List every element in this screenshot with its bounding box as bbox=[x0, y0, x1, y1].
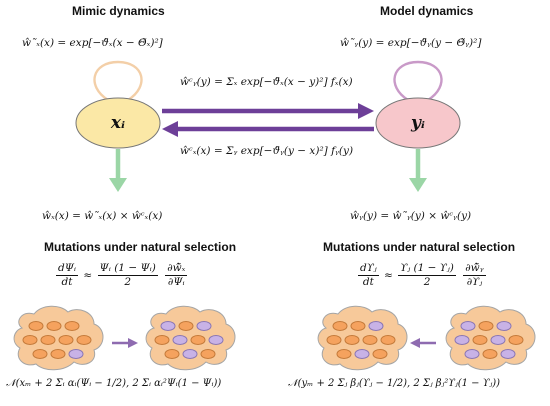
left-self-loop bbox=[93, 60, 143, 102]
forward-arrow-head bbox=[358, 103, 374, 119]
left-approx-symbol: ≈ bbox=[83, 269, 93, 282]
right-rhs-fraction: ∂ŵ̄ᵧ∂ϒⱼ bbox=[463, 262, 486, 288]
right-down-arrow-head bbox=[409, 178, 427, 192]
left-mid-fraction: Ψᵢ (1 − Ψᵢ)2 bbox=[97, 262, 158, 288]
right-self-loop bbox=[393, 60, 443, 102]
left-fitness-equation: ŵ˜ₓ(x) = exp[−ϑ̈ₓ(x − Θ̃ₓ)²] bbox=[22, 37, 163, 49]
left-section-title: Mutations under natural selection bbox=[44, 240, 237, 254]
cell-cluster-left-before bbox=[13, 305, 104, 371]
right-title: Model dynamics bbox=[380, 4, 474, 18]
forward-coupling-equation: ŵᶜᵧ(y) = Σₓ exp[−ϑ̈ₓ(x − y)²] fₓ(x) bbox=[180, 76, 353, 88]
right-mid-fraction: ϒⱼ (1 − ϒⱼ)2 bbox=[398, 262, 456, 288]
backward-coupling-equation: ŵᶜₓ(x) = Σᵧ exp[−ϑ̈ᵧ(y − x)²] fᵧ(y) bbox=[180, 145, 354, 157]
right-node-shape bbox=[375, 97, 461, 149]
right-fitness-equation: ŵ˜ᵧ(y) = exp[−ϑ̈ᵧ(y − Θ̃ᵧ)²] bbox=[340, 37, 482, 49]
cell-cluster-left-after bbox=[145, 305, 236, 371]
right-section-title: Mutations under natural selection bbox=[323, 240, 516, 254]
cell-cluster-right-after bbox=[445, 305, 536, 371]
left-rhs-fraction: ∂ŵ̄ₓ∂Ψᵢ bbox=[165, 262, 188, 288]
right-approx-symbol: ≈ bbox=[384, 269, 393, 282]
cell-cluster-right-before bbox=[317, 305, 408, 371]
left-down-arrow-head bbox=[109, 178, 127, 192]
left-title: Mimic dynamics bbox=[72, 4, 165, 18]
right-distribution-formula: 𝒩(yₘ + 2 Σⱼ βⱼ(ϒⱼ − 1/2), 2 Σⱼ βⱼ²ϒⱼ(1 −… bbox=[288, 378, 501, 389]
left-mutation-arrow-head bbox=[128, 338, 138, 348]
backward-arrow-head bbox=[162, 121, 178, 137]
right-mutation-arrow-head bbox=[410, 338, 420, 348]
right-total-fitness-equation: ŵᵧ(y) = ŵ˜ᵧ(y) × ŵᶜᵧ(y) bbox=[350, 210, 472, 222]
left-node-label: xᵢ bbox=[110, 113, 126, 133]
left-distribution-formula: 𝒩(xₘ + 2 Σᵢ αᵢ(Ψᵢ − 1/2), 2 Σᵢ αᵢ²Ψᵢ(1 −… bbox=[6, 378, 222, 389]
left-node-shape bbox=[75, 97, 161, 149]
left-total-fitness-equation: ŵₓ(x) = ŵ˜ₓ(x) × ŵᶜₓ(x) bbox=[42, 210, 163, 222]
right-node-label: yᵢ bbox=[411, 113, 425, 133]
